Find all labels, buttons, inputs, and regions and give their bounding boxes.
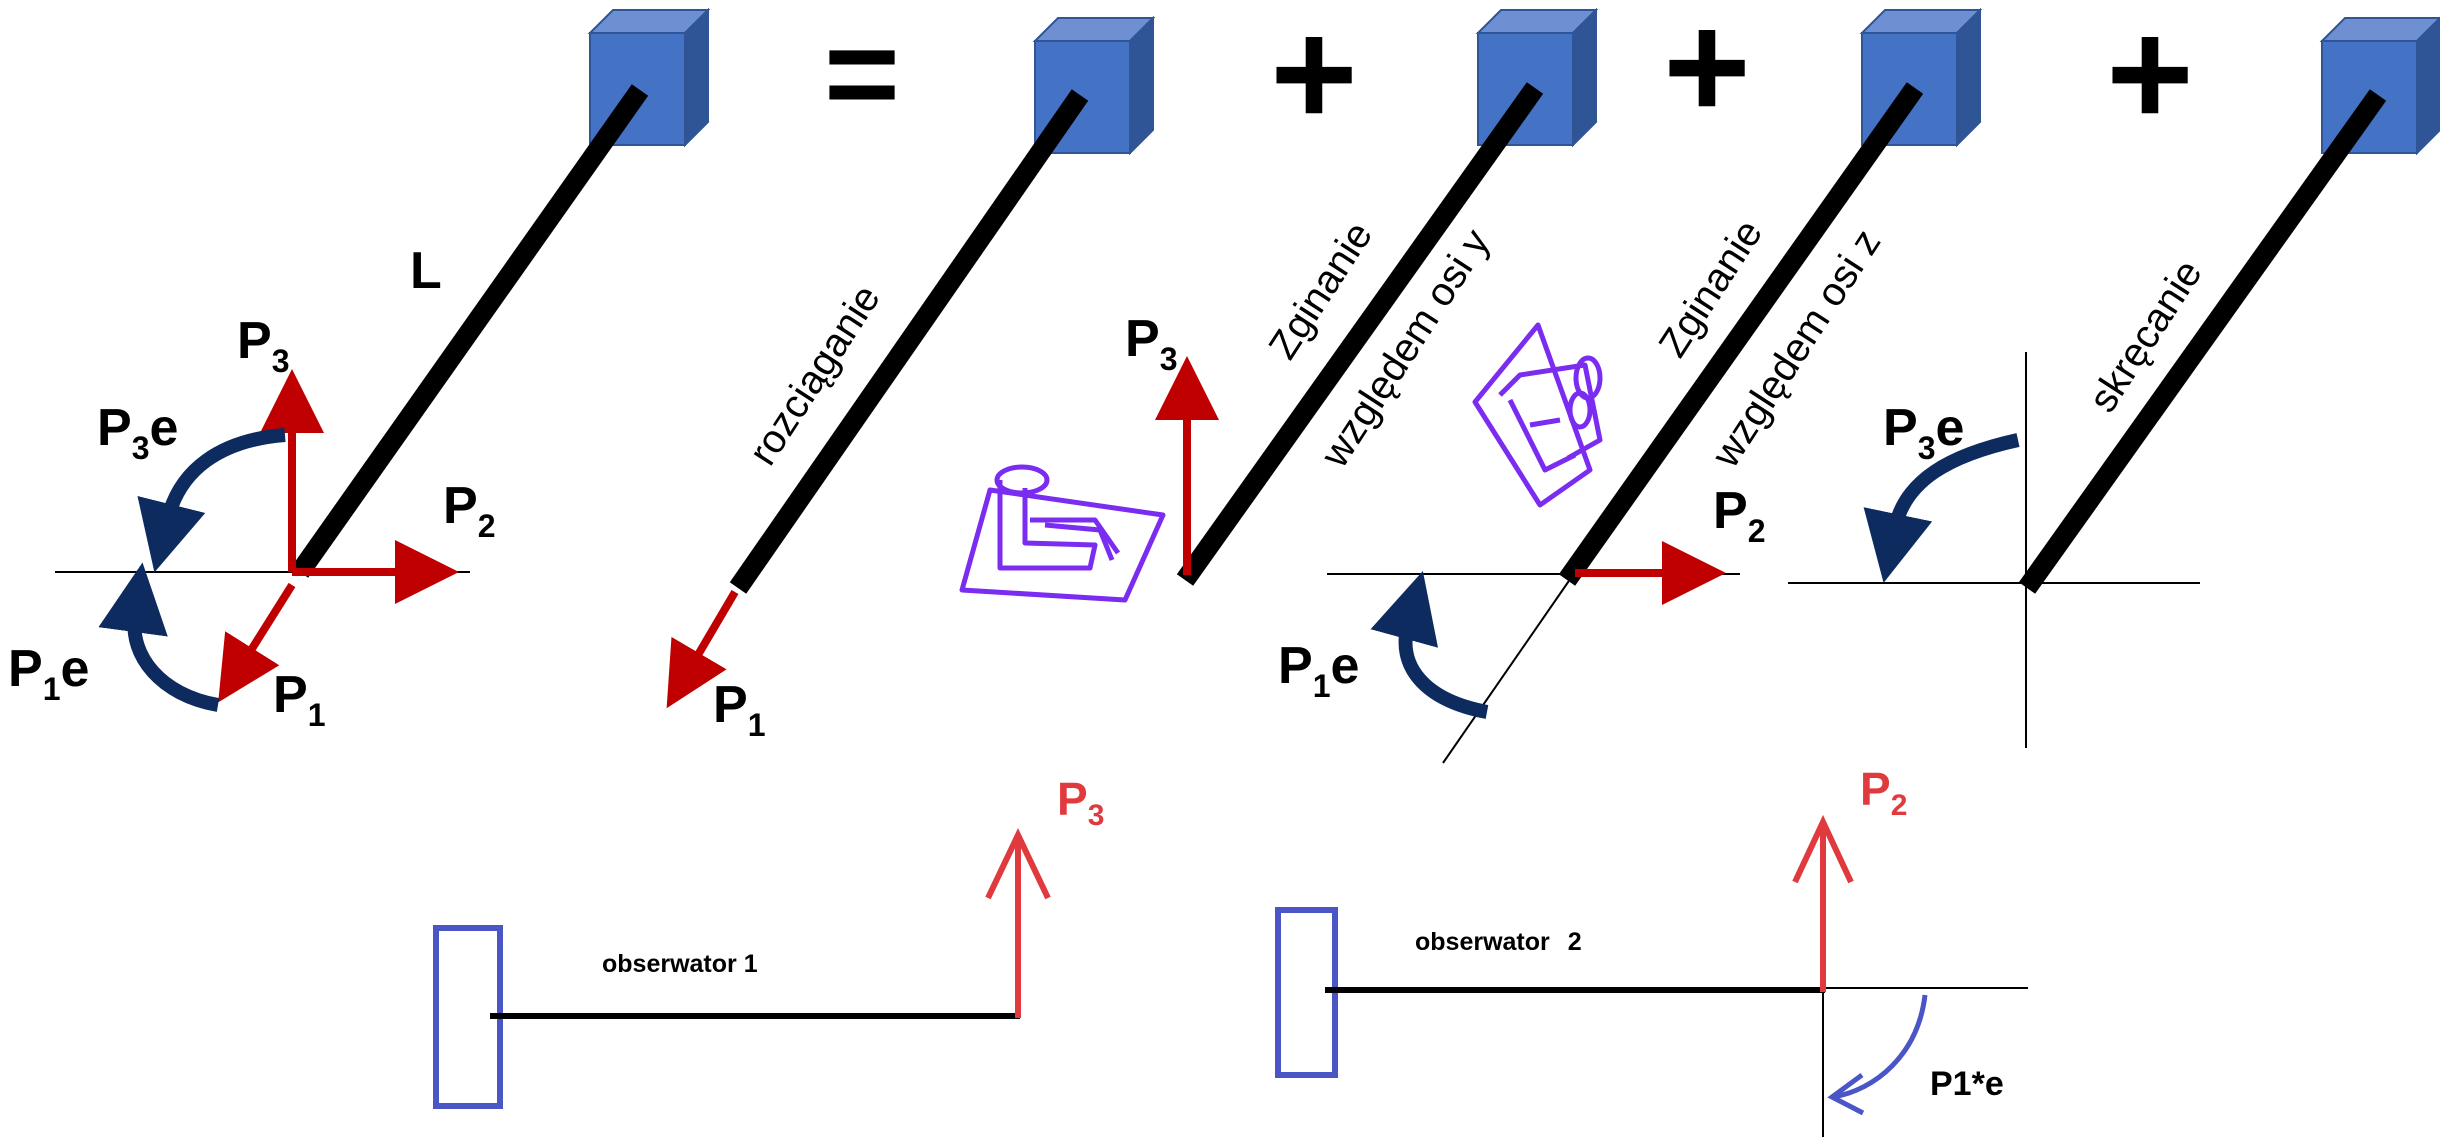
bending-z-sketch-icon: [1472, 322, 1603, 508]
moment-p3e-arrow: [1863, 433, 2020, 583]
p3-label: P3: [1125, 310, 1177, 377]
diagonal-axis-line: [1442, 574, 1574, 764]
panel-bending-y: Zginanie względem osi y P3: [959, 9, 1597, 603]
plus-sign-1: +: [1270, 0, 1358, 157]
beam: [1558, 82, 1924, 586]
p3-label: P3: [237, 312, 289, 379]
observer-1-label: obserwator 1: [602, 950, 758, 978]
p3e-label: P3e: [97, 399, 178, 466]
torsion-caption: skręcanie: [2081, 252, 2211, 420]
p1e-label: P1e: [1278, 637, 1359, 704]
bending-z-caption-line1: Zginanie: [1651, 212, 1771, 365]
tension-caption: rozciąganie: [741, 277, 889, 473]
support-block: [1477, 9, 1597, 146]
arrowhead: [985, 828, 1051, 900]
p2-label: P2: [1860, 763, 1907, 822]
force-p1-arrow: [666, 589, 739, 709]
p3-label: P3: [1057, 773, 1104, 832]
p2-label: P2: [443, 477, 495, 544]
moment-p1e-arrow: [1832, 994, 1928, 1100]
equals-sign: =: [824, 0, 900, 146]
length-label: L: [410, 242, 442, 300]
moment-p1e-arrow: [1370, 570, 1489, 719]
plus-sign-2: +: [1663, 0, 1751, 150]
bending-y-sketch-icon: [959, 464, 1166, 603]
moment-arrowhead: [1827, 1072, 1865, 1116]
moment-p3e-arrow: [137, 428, 286, 573]
force-p1-arrow: [218, 582, 296, 703]
beam: [1176, 82, 1544, 586]
moment-p1e-arrow: [98, 562, 220, 712]
p1-label: P1: [713, 676, 765, 743]
panel-tension: rozciąganie P1: [666, 17, 1154, 743]
beam: [291, 84, 649, 578]
panel-full-load: L P3 P2 P1 P3e P1e: [8, 9, 709, 733]
observer-1-view: obserwator 1 P3: [433, 773, 1104, 1109]
p1e-moment-label: P1*e: [1930, 1065, 2004, 1103]
p1-label: P1: [273, 666, 325, 733]
p1e-label: P1e: [8, 640, 89, 707]
arrowhead: [1792, 814, 1854, 884]
beam: [729, 89, 1089, 594]
plus-sign-3: +: [2106, 0, 2194, 157]
p2-label: P2: [1713, 482, 1765, 549]
beam: [2018, 89, 2387, 594]
p3e-label: P3e: [1883, 399, 1964, 466]
